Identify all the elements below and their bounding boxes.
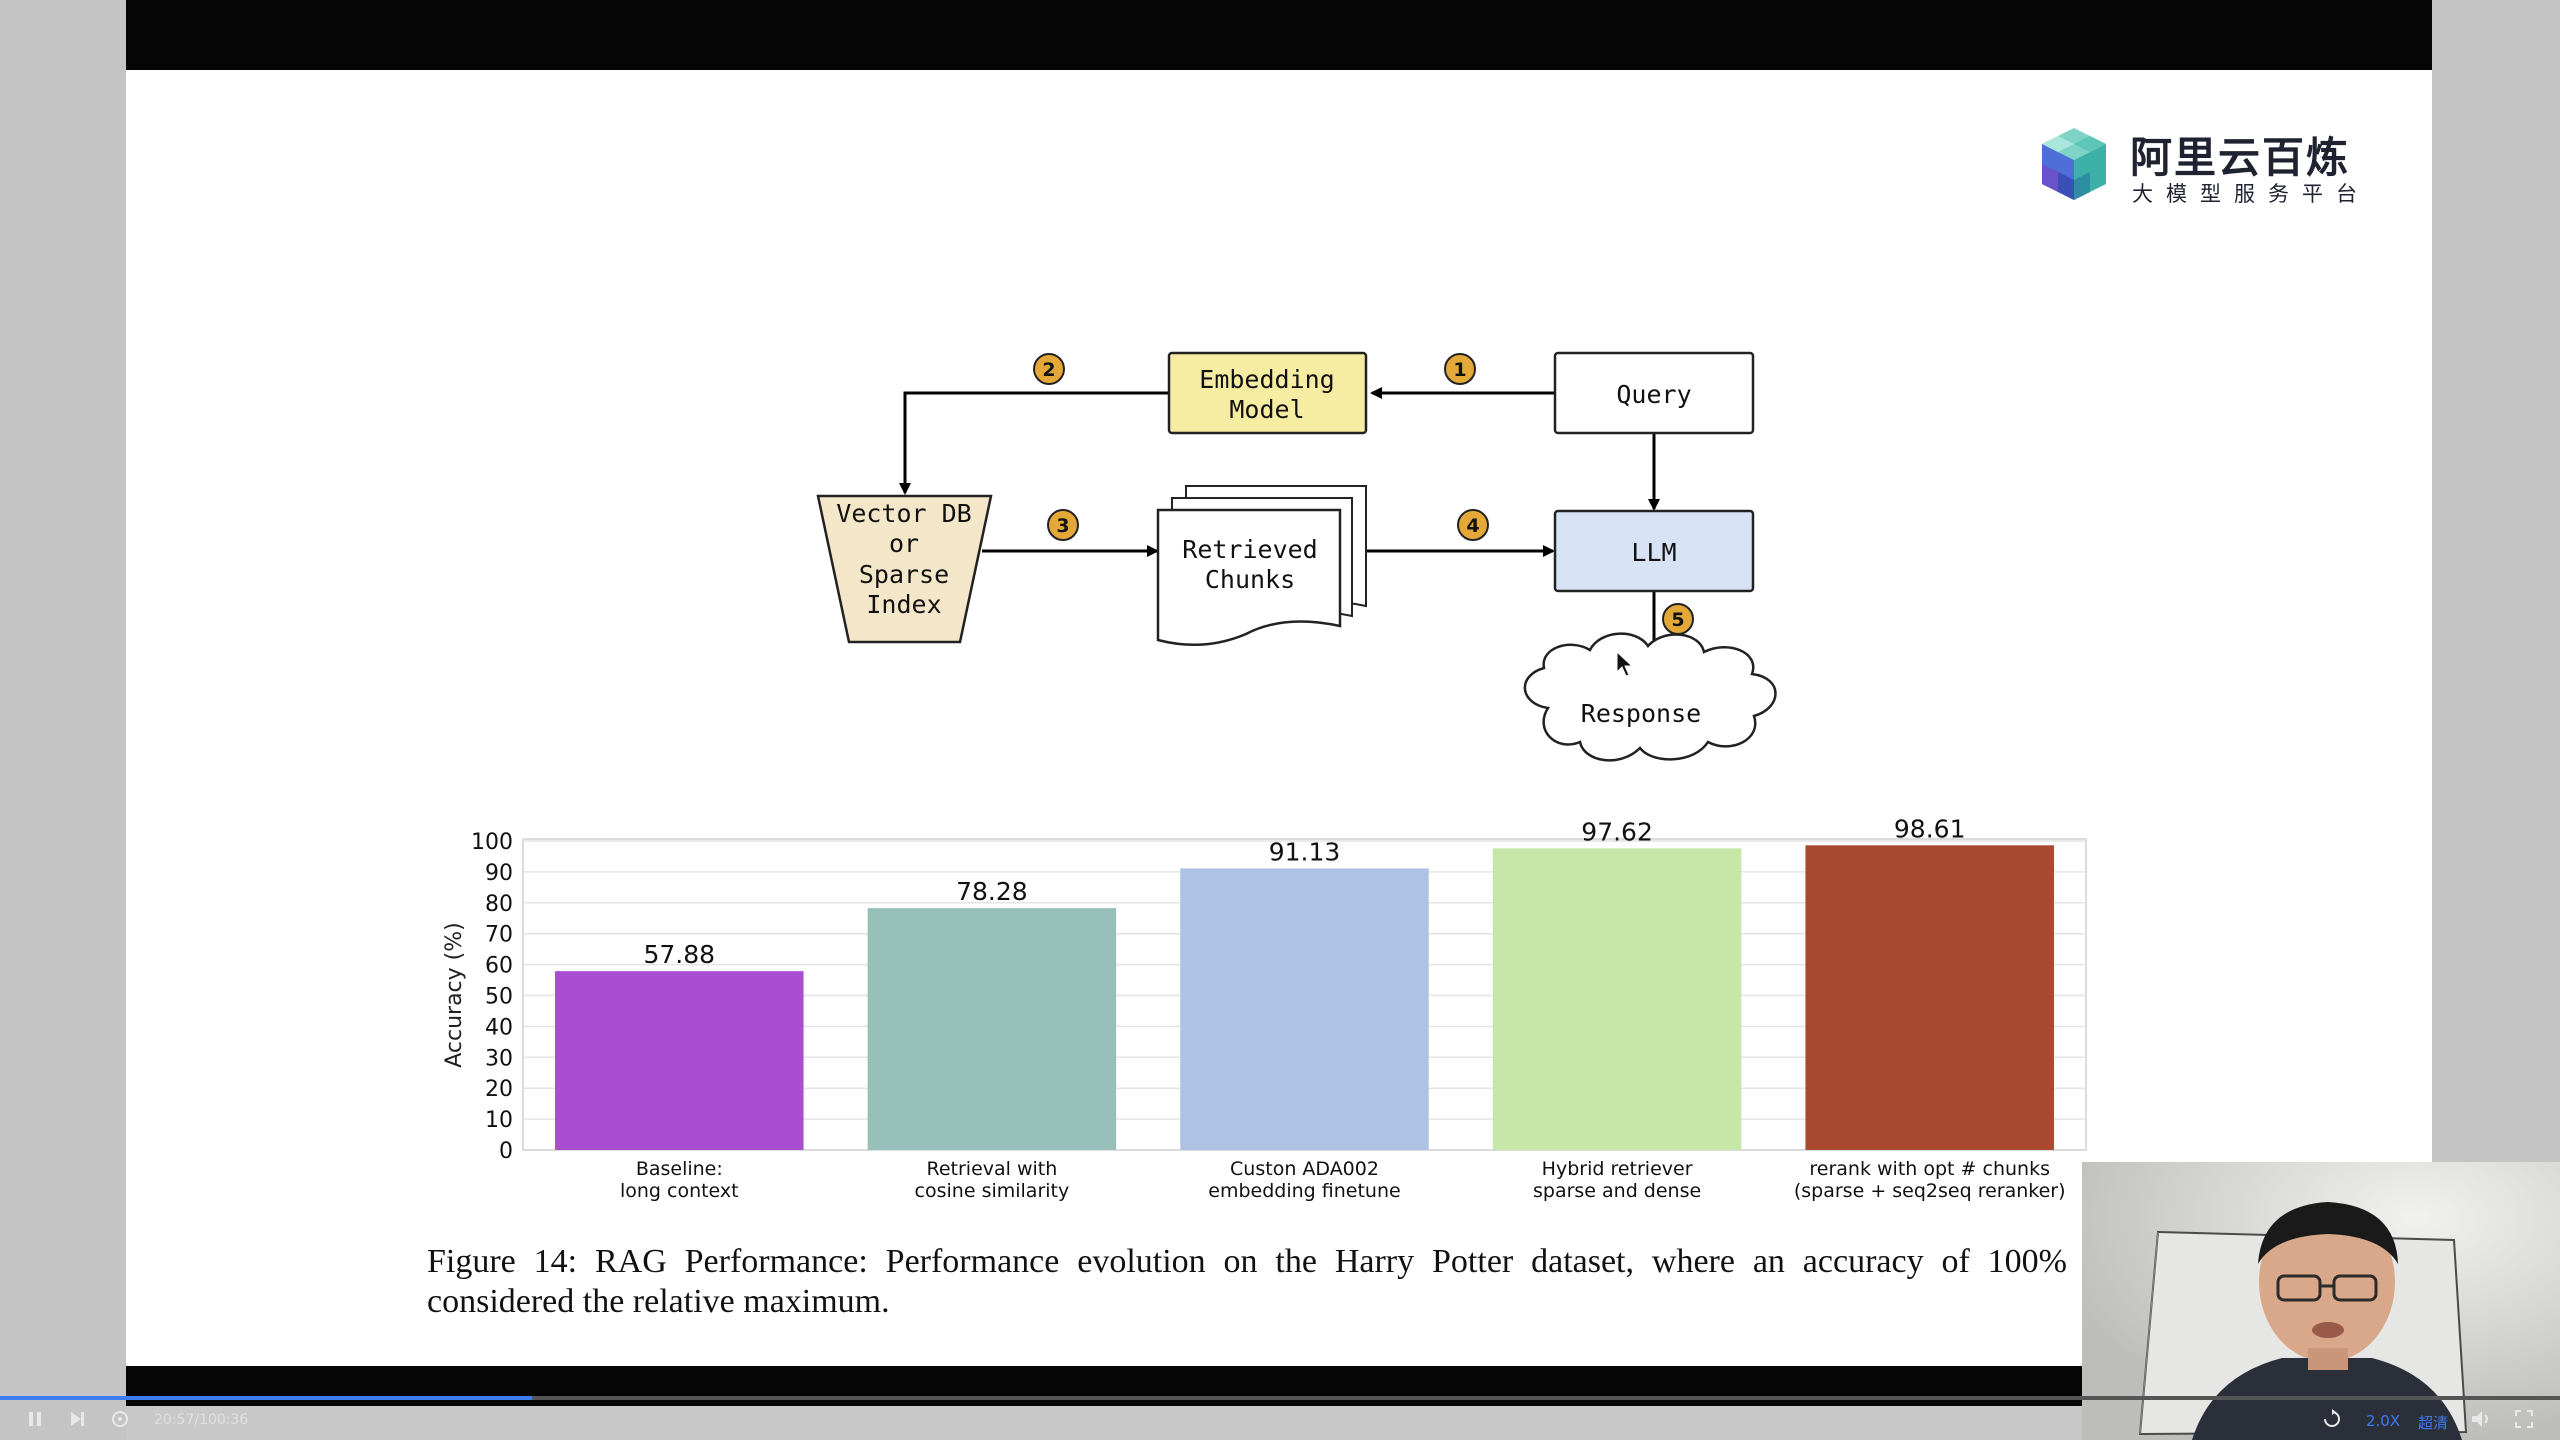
x-category-label: rerank with opt # chunks [1809, 1158, 2050, 1180]
retrieved-chunks-node: Retrieved Chunks [1156, 485, 1367, 647]
y-tick-label: 40 [485, 1015, 513, 1040]
step-badge-4: 4 [1457, 509, 1489, 541]
x-category-label: long context [620, 1180, 739, 1202]
brand-title: 阿里云百炼 [2130, 133, 2351, 182]
player-control-bar: 20:57/100:36 2.0X 超清 [0, 1396, 2560, 1440]
x-category-label: (sparse + seq2seq reranker) [1794, 1180, 2066, 1202]
presenter-video [2082, 1162, 2560, 1440]
bar [1180, 868, 1429, 1150]
y-tick-label: 90 [485, 861, 513, 886]
quality-button[interactable]: 超清 [2418, 1414, 2449, 1432]
x-axis-labels: Baseline:long context Retrieval withcosin… [620, 1158, 2066, 1202]
bar [1805, 845, 2054, 1150]
x-category-label: Baseline: [636, 1158, 723, 1180]
vector-label-4: Index [866, 590, 941, 619]
brand-subtitle: 大模型服务平台 [2132, 182, 2370, 206]
embedding-label-2: Model [1229, 395, 1304, 424]
loop-icon[interactable] [110, 1409, 130, 1429]
bar-value-label: 57.88 [644, 940, 716, 969]
llm-node: LLM [1553, 509, 1755, 593]
bar [1492, 848, 1742, 1150]
svg-text:5: 5 [1671, 609, 1684, 631]
y-tick-label: 70 [485, 923, 513, 948]
y-tick-label: 60 [485, 954, 513, 979]
arrow-embedding-to-vectordb [899, 391, 1168, 495]
y-tick-label: 100 [471, 830, 513, 855]
query-node: Query [1553, 351, 1755, 435]
y-axis-ticks: 0 10 20 30 40 50 60 70 80 90 100 [471, 830, 513, 1164]
embedding-model-node: Embedding Model [1167, 351, 1368, 435]
progress-track[interactable] [0, 1396, 2560, 1400]
pause-icon[interactable] [26, 1410, 44, 1428]
x-category-label: Custon ADA002 [1230, 1158, 1379, 1180]
bar [555, 971, 804, 1150]
x-category-label: Hybrid retriever [1542, 1158, 1693, 1180]
step-badge-1: 1 [1444, 353, 1476, 385]
y-tick-label: 0 [499, 1139, 513, 1164]
playback-speed-button[interactable]: 2.0X [2366, 1412, 2401, 1430]
x-category-label: sparse and dense [1533, 1180, 1701, 1202]
bar-value-label: 98.61 [1894, 814, 1966, 843]
volume-icon[interactable] [2470, 1409, 2492, 1429]
time-readout: 20:57/100:36 [154, 1412, 249, 1428]
y-tick-label: 80 [485, 892, 513, 917]
chart-value-labels: 57.88 78.28 91.13 97.62 98.61 [644, 814, 1966, 969]
step-badge-5: 5 [1662, 603, 1694, 635]
accuracy-bar-chart: 0 10 20 30 40 50 60 70 80 90 100 57.88 78.28 91.13 97… [442, 814, 2087, 1202]
embedding-label-1: Embedding [1199, 365, 1334, 394]
svg-text:1: 1 [1453, 359, 1466, 381]
x-category-label: embedding finetune [1208, 1180, 1400, 1202]
step-badge-2: 2 [1033, 353, 1065, 385]
next-icon[interactable] [68, 1410, 86, 1428]
llm-label: LLM [1631, 538, 1676, 567]
cube-logo-icon [2042, 128, 2106, 200]
mouse-cursor-icon [1616, 650, 1634, 677]
y-tick-label: 30 [485, 1046, 513, 1071]
replay-icon[interactable] [2322, 1409, 2342, 1429]
y-tick-label: 20 [485, 1077, 513, 1102]
y-tick-label: 50 [485, 985, 513, 1010]
step-badge-3: 3 [1047, 509, 1079, 541]
webcam-overlay [2082, 1162, 2560, 1440]
query-label: Query [1616, 380, 1691, 409]
chunks-label-1: Retrieved [1182, 535, 1317, 564]
vector-label-3: Sparse [859, 560, 949, 589]
vector-label-1: Vector DB [836, 499, 971, 528]
progress-fill [0, 1396, 533, 1400]
x-category-label: cosine similarity [915, 1180, 1070, 1202]
bar-value-label: 78.28 [956, 877, 1028, 906]
response-node: Response [1523, 632, 1777, 762]
figure-caption: Figure 14: RAG Performance: Performance … [427, 1243, 2067, 1320]
left-gutter [0, 0, 126, 1440]
bar-value-label: 97.62 [1581, 817, 1653, 846]
vector-db-node: Vector DB or Sparse Index [816, 494, 993, 644]
y-axis-label: Accuracy (%) [442, 922, 467, 1068]
bar [867, 908, 1117, 1150]
chunks-label-2: Chunks [1205, 565, 1295, 594]
svg-text:4: 4 [1466, 515, 1479, 537]
rag-pipeline-diagram: Embedding Model Query Vector DB or Spars… [816, 351, 1777, 762]
vector-label-2: or [889, 529, 919, 558]
brand-logo: 阿里云百炼 大模型服务平台 [2034, 124, 2357, 208]
y-tick-label: 10 [485, 1108, 513, 1133]
slide-top-bar [126, 0, 2432, 70]
svg-text:3: 3 [1056, 515, 1069, 537]
x-category-label: Retrieval with [927, 1158, 1058, 1180]
response-label: Response [1581, 699, 1701, 728]
bar-value-label: 91.13 [1269, 837, 1341, 866]
chart-bars [555, 845, 2054, 1150]
svg-text:2: 2 [1042, 359, 1055, 381]
fullscreen-icon[interactable] [2514, 1409, 2534, 1429]
